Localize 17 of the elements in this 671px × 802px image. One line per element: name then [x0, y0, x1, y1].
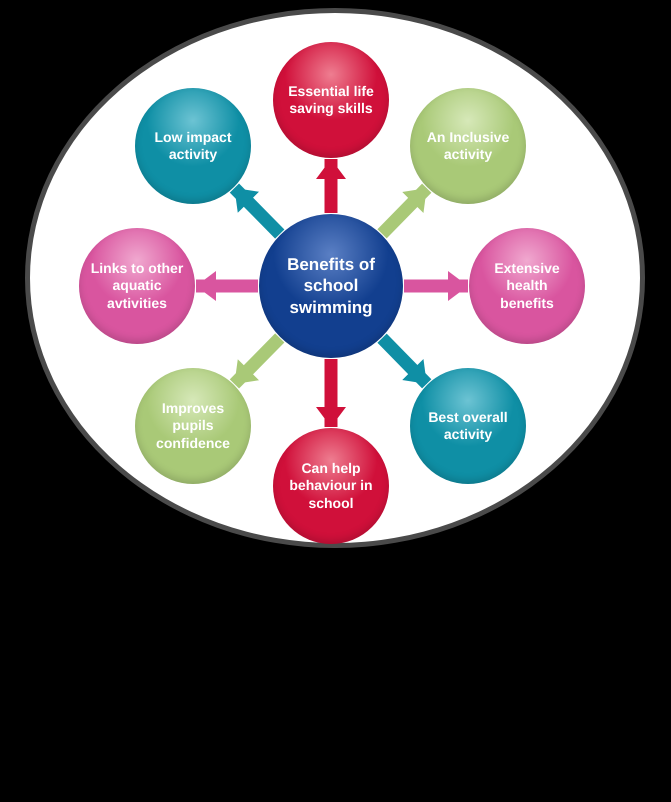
circle-label: Best overall activity [427, 408, 509, 444]
block-arrow [316, 359, 346, 427]
block-arrow [377, 334, 432, 388]
block-arrow [404, 271, 468, 301]
circle-label: Links to other aquatic avtivities [90, 260, 184, 312]
circle-label: Low impact activity [153, 128, 232, 164]
circle-label: Extensive health benefits [493, 260, 561, 312]
circle-label: An Inclusive activity [426, 128, 510, 164]
circle-label: Can help behaviour in school [288, 460, 374, 512]
circle-label: Benefits of school swimming [286, 254, 376, 318]
circle-label: Improves pupils confidence [155, 400, 231, 452]
block-arrow [316, 159, 346, 213]
block-arrow [230, 183, 284, 239]
circle-label: Essential life saving skills [287, 82, 375, 118]
block-arrow [377, 184, 432, 238]
block-arrow [230, 333, 284, 389]
block-arrow [196, 271, 258, 301]
